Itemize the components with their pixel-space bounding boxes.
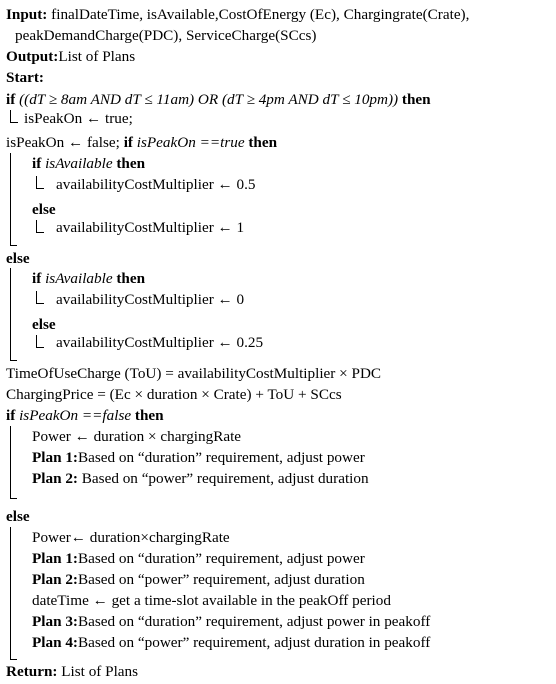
block-end-tick	[10, 659, 17, 660]
offpeak-condition: if isPeakOn ==false then	[6, 406, 164, 427]
multiplier-assignment: availabilityCostMultiplier ← 0.5	[56, 176, 256, 193]
kw-else: else	[32, 316, 56, 333]
plan-label: Plan 3:	[32, 613, 78, 630]
plan-label: Plan 1:	[32, 550, 78, 567]
input-label: Input:	[6, 6, 48, 23]
peak-default: isPeakOn ← false;	[6, 134, 124, 151]
plan-3: Plan 3:Based on “duration” requirement, …	[32, 612, 430, 633]
multiplier-assignment: availabilityCostMultiplier ← 0	[56, 291, 245, 308]
peak-condition: isPeakOn ==true	[132, 134, 249, 151]
kw-then: then	[248, 134, 278, 151]
availability-cond: isAvailable	[41, 155, 117, 172]
kw-if: if	[32, 270, 42, 287]
return-text: List of Plans	[57, 663, 139, 680]
power-formula: Power← duration×chargingRate	[32, 529, 230, 546]
output-label: Output:	[6, 48, 59, 65]
availability-cond: isAvailable	[41, 270, 117, 287]
output-text: List of Plans	[58, 48, 136, 65]
block-end-elbow	[36, 220, 44, 233]
plan-4: Plan 4:Based on “power” requirement, adj…	[32, 633, 430, 654]
kw-else: else	[6, 508, 30, 525]
availability-condition: if isAvailable then	[32, 154, 145, 175]
plan-label: Plan 4:	[32, 634, 78, 651]
block-end-elbow	[10, 110, 18, 123]
plan-2: Plan 2:Based on “power” requirement, adj…	[32, 570, 365, 591]
start-label: Start:	[6, 69, 44, 86]
offpeak-cond: isPeakOn ==false	[15, 407, 135, 424]
kw-if: if	[32, 155, 42, 172]
block-end-elbow	[36, 335, 44, 348]
block-end-elbow	[36, 291, 44, 304]
input-params-continued: peakDemandCharge(PDC), ServiceCharge(SCc…	[15, 27, 317, 44]
block-bar	[10, 527, 11, 659]
kw-else: else	[32, 201, 56, 218]
tou-formula: TimeOfUseCharge (ToU) = availabilityCost…	[6, 365, 382, 382]
power-formula: Power ← duration × chargingRate	[32, 428, 242, 445]
kw-if: if	[123, 134, 133, 151]
kw-then: then	[134, 407, 164, 424]
datetime-assignment: dateTime ← get a time-slot available in …	[32, 592, 391, 609]
plan-text: Based on “power” requirement, adjust dur…	[78, 571, 365, 588]
output-line: Output:List of Plans	[6, 47, 135, 68]
peak-condition-line: isPeakOn ← false; if isPeakOn ==true the…	[6, 133, 277, 154]
kw-then: then	[116, 270, 146, 287]
kw-if: if	[6, 407, 16, 424]
kw-else: else	[6, 250, 30, 267]
return-label: Return:	[6, 663, 58, 680]
plan-label: Plan 2:	[32, 470, 78, 487]
block-end-elbow	[36, 176, 44, 189]
kw-then: then	[401, 91, 431, 108]
charging-price-formula: ChargingPrice = (Ec × duration × Crate) …	[6, 386, 342, 403]
block-bar	[10, 153, 11, 245]
block-end-tick	[10, 498, 17, 499]
multiplier-assignment: availabilityCostMultiplier ← 1	[56, 219, 245, 236]
set-peak-true: isPeakOn ← true;	[24, 110, 133, 127]
plan-label: Plan 2:	[32, 571, 78, 588]
input-line: Input: finalDateTime, isAvailable,CostOf…	[6, 5, 469, 26]
kw-then: then	[116, 155, 146, 172]
block-bar	[10, 426, 11, 498]
time-condition: ((dT ≥ 8am AND dT ≤ 11am) OR (dT ≥ 4pm A…	[15, 91, 402, 108]
multiplier-assignment: availabilityCostMultiplier ← 0.25	[56, 334, 264, 351]
time-window-condition: if ((dT ≥ 8am AND dT ≤ 11am) OR (dT ≥ 4p…	[6, 90, 431, 111]
plan-text: Based on “duration” requirement, adjust …	[78, 550, 365, 567]
return-line: Return: List of Plans	[6, 662, 138, 683]
block-bar	[10, 268, 11, 360]
plan-2: Plan 2: Based on “power” requirement, ad…	[32, 469, 369, 490]
plan-1: Plan 1:Based on “duration” requirement, …	[32, 448, 365, 469]
plan-text: Based on “duration” requirement, adjust …	[78, 449, 365, 466]
availability-condition: if isAvailable then	[32, 269, 145, 290]
kw-if: if	[6, 91, 16, 108]
plan-text: Based on “duration” requirement, adjust …	[78, 613, 431, 630]
plan-1: Plan 1:Based on “duration” requirement, …	[32, 549, 365, 570]
plan-text: Based on “power” requirement, adjust dur…	[78, 634, 431, 651]
plan-text: Based on “power” requirement, adjust dur…	[78, 470, 369, 487]
block-end-tick	[10, 360, 17, 361]
input-params: finalDateTime, isAvailable,CostOfEnergy …	[47, 6, 470, 23]
block-end-tick	[10, 245, 17, 246]
plan-label: Plan 1:	[32, 449, 78, 466]
